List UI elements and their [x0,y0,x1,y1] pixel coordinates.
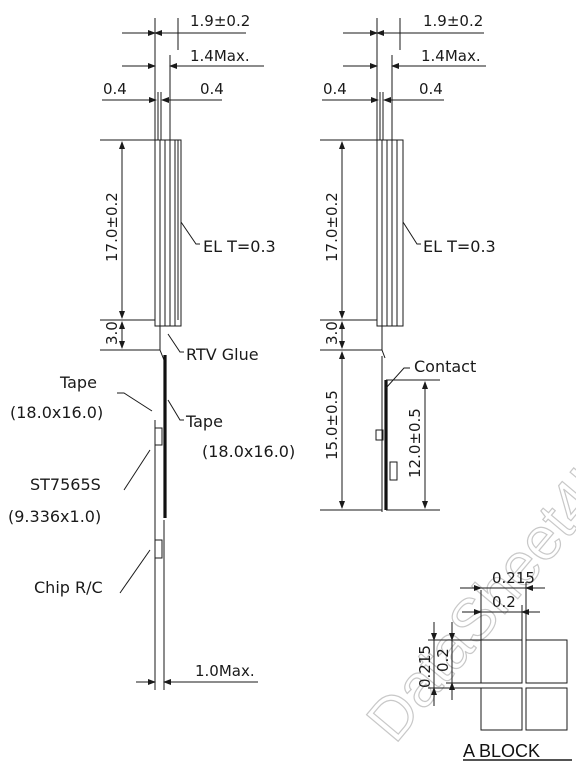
right-dim-left: 0.4 [323,80,347,98]
block-cell [525,639,568,684]
block-pitch: 0.215 [492,569,535,587]
left-height-lower: 3.0 [103,321,121,345]
left-dim-left: 0.4 [103,80,127,98]
right-height-lower: 3.0 [323,321,341,345]
left-chip-label: Chip R/C [34,578,103,597]
left-chip-rc [154,539,163,559]
left-ic-name: ST7565S [30,475,101,494]
left-glue-label: RTV Glue [186,345,259,364]
left-dim-right: 0.4 [200,80,224,98]
right-dim-right: 0.4 [419,80,443,98]
left-ic-chip [154,427,163,446]
right-contact-pad [375,429,384,441]
block-size: 0.2 [492,593,516,611]
block-title: A BLOCK [463,741,540,761]
right-el-panel [376,139,404,327]
block-cell [480,639,523,684]
right-height-contact: 12.0±0.5 [406,408,424,478]
left-top-dim-2: 1.4Max. [190,47,250,65]
left-tape-left-size: (18.0x16.0) [10,403,103,422]
right-height-main: 17.0±0.2 [323,192,341,262]
left-tape-right-name: Tape [185,412,223,431]
left-el-panel [154,139,182,327]
right-contact-label: Contact [414,357,476,376]
left-tape-left-name: Tape [59,373,97,392]
left-view: 1.9±0.2 1.4Max. 0.4 0.4 17.0±0.2 3.0 [8,12,295,690]
block-size-v: 0.2 [434,648,452,672]
left-el-label: EL T=0.3 [203,237,276,256]
right-view: 1.9±0.2 1.4Max. 0.4 0.4 17.0±0.2 3.0 EL … [320,12,496,512]
left-height-main: 17.0±0.2 [103,192,121,262]
left-ic-size: (9.336x1.0) [8,507,101,526]
left-tape-right-size: (18.0x16.0) [202,442,295,461]
left-top-dim-1: 1.9±0.2 [190,12,250,30]
block-pitch-v: 0.215 [416,645,434,688]
right-top-dim-1: 1.9±0.2 [423,12,483,30]
a-block-detail: 0.215 0.2 0.215 0.2 A BLOCK [416,569,572,761]
left-bottom-dim: 1.0Max. [195,662,255,680]
right-height-tail: 15.0±0.5 [323,390,341,460]
block-cell [525,687,568,731]
right-el-label: EL T=0.3 [423,237,496,256]
right-top-dim-2: 1.4Max. [421,47,481,65]
right-contact-pad-2 [389,461,398,481]
block-cell [480,687,523,731]
